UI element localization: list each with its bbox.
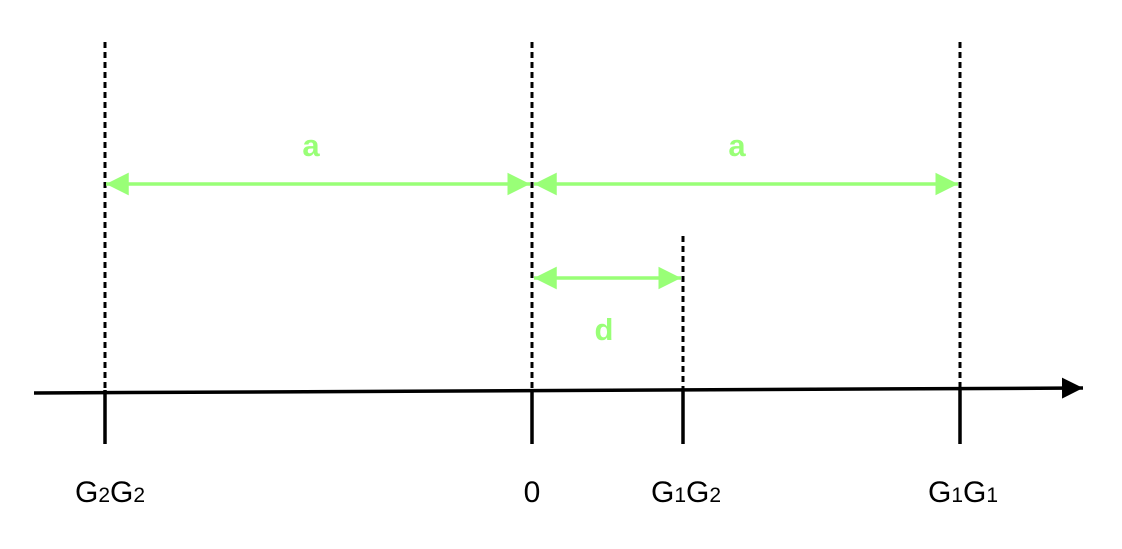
distance-label-right-a: a: [728, 128, 746, 163]
tick-label-zero: 0: [524, 476, 541, 509]
tick-label-g1g1: G1G1: [928, 476, 998, 509]
distance-label-d: d: [595, 312, 614, 347]
axis-line: [33, 377, 1084, 399]
tick-label-g1g2: G1G2: [651, 476, 721, 509]
tick-label-g2g2: G2G2: [75, 476, 145, 509]
distance-label-left-a: a: [302, 128, 320, 163]
